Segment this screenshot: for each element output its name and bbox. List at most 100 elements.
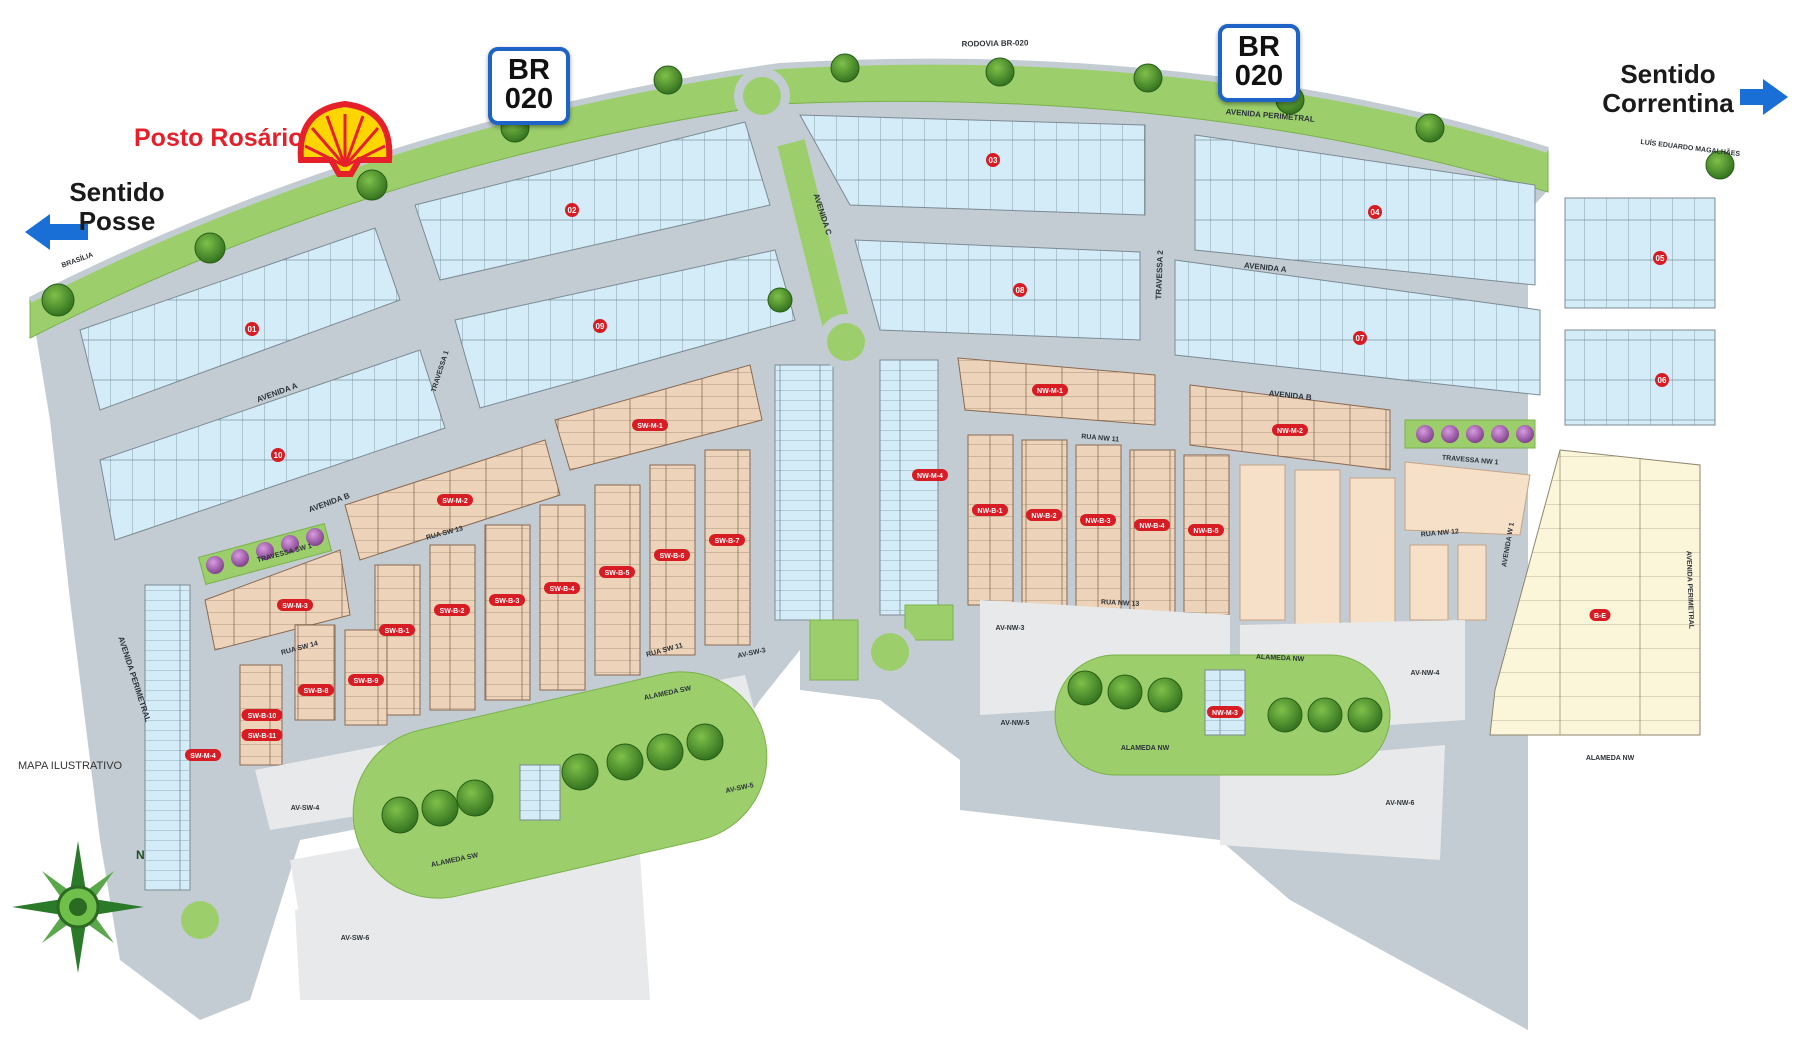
quadra-02[interactable]	[414, 121, 771, 281]
nw-blocks	[957, 357, 1701, 736]
tree-icon	[1107, 674, 1143, 710]
block-SW-B-5[interactable]	[594, 484, 641, 676]
block-badge-NW-M-1: NW-M-1	[1032, 384, 1068, 396]
block-badge-text: SW-B-7	[715, 538, 740, 545]
tree-icon	[1147, 677, 1183, 713]
roundabouts	[172, 68, 918, 948]
block-NW-B-4[interactable]	[1129, 449, 1176, 621]
block-B-E[interactable]	[1489, 449, 1701, 736]
road-label-perimetral-e: AVENIDA PERIMETRAL	[1685, 551, 1695, 630]
block-badge-SW-M-4: SW-M-4	[185, 749, 221, 761]
block-badge-NW-M-3: NW-M-3	[1207, 706, 1243, 718]
flower-bush-icon	[1441, 425, 1459, 443]
block-badge-NW-B-5: NW-B-5	[1188, 524, 1224, 536]
shield-2-line2: 020	[1234, 60, 1284, 92]
block-badge-text: 05	[1656, 254, 1665, 263]
tree-icon	[1415, 113, 1445, 143]
sentido-correntina-label: Sentido Correntina	[1600, 60, 1736, 118]
block-badge-text: NW-M-2	[1277, 428, 1303, 435]
block-badge-text: 10	[274, 451, 283, 460]
flower-bush-icon	[1466, 425, 1484, 443]
block-NW-B-3[interactable]	[1075, 444, 1122, 616]
block-badge-text: 07	[1356, 334, 1365, 343]
block-badge-text: 08	[1016, 286, 1025, 295]
quadra-01[interactable]	[79, 227, 401, 411]
br-shield-icon: BR 020	[488, 47, 570, 125]
quadra-10[interactable]	[99, 349, 446, 541]
flower-bush-icon	[281, 535, 299, 553]
block-badge-NW-B-4: NW-B-4	[1134, 519, 1170, 531]
road-label-alamedaNW2: ALAMEDA NW	[1121, 745, 1170, 752]
direction-arrow-icon	[25, 214, 88, 250]
block-SW-B-3[interactable]	[484, 524, 531, 701]
block-badge-text: NW-B-1	[977, 508, 1002, 515]
central-block-east[interactable]	[879, 359, 939, 616]
tree-icon	[1067, 670, 1103, 706]
quadra-06[interactable]	[1564, 329, 1716, 426]
road-label-rodovia: RODOVIA BR-020	[961, 38, 1029, 48]
block-SW-M-4[interactable]	[144, 584, 191, 891]
block-badge-text: NW-B-5	[1193, 528, 1218, 535]
block-badge-SW-B-6: SW-B-6	[654, 549, 690, 561]
block-SW-B-4[interactable]	[539, 504, 586, 691]
block-badge-SW-M-1: SW-M-1	[632, 419, 668, 431]
block-badge-text: SW-B-8	[304, 688, 329, 695]
block-badge-text: SW-B-3	[495, 598, 520, 605]
quadra-08[interactable]	[854, 239, 1141, 341]
highway-road-line	[28, 58, 1549, 303]
tree-icon	[830, 53, 860, 83]
block-light-4	[1404, 461, 1531, 536]
block-badge-text: SW-M-3	[282, 603, 308, 610]
block-badge-text: 03	[989, 156, 998, 165]
block-badge-SW-B-10: SW-B-10	[241, 709, 283, 721]
block-SW-B-8[interactable]	[294, 624, 336, 721]
block-SW-M-1[interactable]	[554, 364, 763, 471]
block-badges: 01020304050607080910SW-M-1SW-M-2SW-B-1SW…	[185, 153, 1669, 761]
block-badge-NW-B-1: NW-B-1	[972, 504, 1008, 516]
block-badge-text: 02	[568, 206, 577, 215]
quadra-03[interactable]	[799, 114, 1146, 216]
block-NW-B-2[interactable]	[1021, 439, 1068, 611]
quadra-09[interactable]	[454, 249, 796, 409]
block-badge-text: SW-B-2	[440, 608, 465, 615]
block-badge-07: 07	[1353, 331, 1367, 345]
block-badge-SW-B-1: SW-B-1	[379, 624, 415, 636]
block-badge-text: B-E	[1594, 613, 1606, 620]
block-SW-B-2[interactable]	[429, 544, 476, 711]
block-badge-B-E: B-E	[1589, 609, 1611, 621]
small-block-east[interactable]	[1204, 669, 1246, 736]
block-badge-text: SW-B-10	[248, 713, 277, 720]
block-badge-text: NW-B-2	[1031, 513, 1056, 520]
quadras-east	[799, 114, 1716, 426]
compass-north-label: N	[136, 848, 145, 862]
sentido-posse-line2: Posse	[78, 206, 156, 236]
block-NW-B-1[interactable]	[967, 434, 1014, 606]
block-badge-05: 05	[1653, 251, 1667, 265]
road-label-alamedaNW3: ALAMEDA NW	[1586, 755, 1635, 762]
block-badge-text: 06	[1658, 376, 1667, 385]
block-badge-06: 06	[1655, 373, 1669, 387]
central-block-west[interactable]	[774, 364, 834, 621]
block-badge-text: SW-M-1	[637, 423, 663, 430]
block-SW-M-3[interactable]	[204, 549, 351, 651]
small-block-south[interactable]	[519, 764, 561, 821]
block-SW-B-7[interactable]	[704, 449, 751, 646]
flower-bush-icon	[1416, 425, 1434, 443]
trees	[41, 53, 1735, 834]
avenida-c-median	[777, 139, 851, 331]
shield-2-line1: BR	[1238, 31, 1280, 63]
block-badge-text: NW-M-1	[1037, 388, 1063, 395]
quadra-07[interactable]	[1174, 259, 1541, 396]
posto-rosario-label: Posto Rosário	[134, 124, 304, 152]
block-badge-text: SW-B-11	[248, 733, 276, 740]
quadra-04[interactable]	[1194, 134, 1536, 286]
block-badge-text: NW-M-4	[917, 473, 943, 480]
road-label-luis: LUÍS EDUARDO MAGALHÃES	[1640, 137, 1741, 158]
road-label-travNW1: TRAVESSA NW 1	[1442, 455, 1499, 467]
road-label-avNW4: AV-NW-4	[1411, 670, 1440, 677]
tree-icon	[456, 779, 494, 817]
tree-icon	[1705, 150, 1735, 180]
quadra-05[interactable]	[1564, 197, 1716, 309]
block-badge-text: 09	[596, 322, 605, 331]
